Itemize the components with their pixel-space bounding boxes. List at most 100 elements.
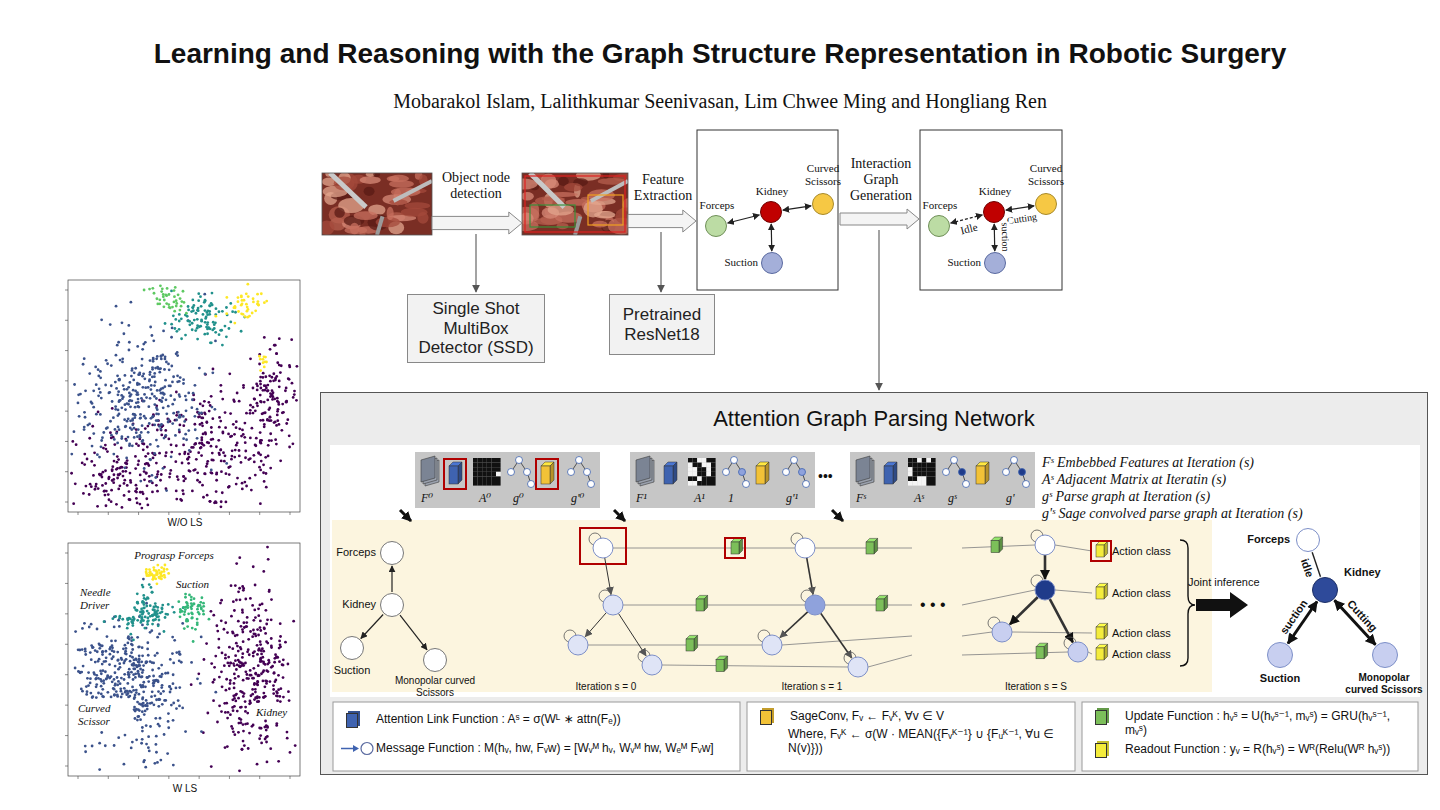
- scatter-point: [121, 357, 124, 360]
- scatter-point: [116, 455, 119, 458]
- scatter-point: [165, 412, 168, 415]
- scatter-point: [263, 480, 266, 483]
- scatter-point: [269, 380, 272, 383]
- scatter-point: [254, 673, 257, 676]
- scatter-point: [270, 644, 273, 647]
- scatter-point: [198, 412, 201, 415]
- scatter-point: [118, 378, 121, 381]
- scatter-point: [258, 737, 261, 740]
- scatter-point: [123, 479, 126, 482]
- scatter-point: [95, 696, 98, 699]
- axis-tick: [168, 776, 169, 779]
- scatter-point: [196, 309, 199, 312]
- scatter-point: [151, 334, 154, 337]
- scatter-point: [121, 321, 124, 324]
- scatter-point: [272, 684, 275, 687]
- scatter-point: [163, 699, 166, 702]
- scatter-point: [204, 321, 207, 324]
- scatter-point: [127, 622, 130, 625]
- scatter-point: [162, 330, 165, 333]
- scatter-point: [101, 644, 104, 647]
- scatter-point: [141, 730, 144, 733]
- scatter-point: [113, 744, 116, 747]
- scatter-point: [204, 309, 207, 312]
- scatter-point: [139, 413, 142, 416]
- scatter-point: [153, 424, 156, 427]
- scatter-point: [210, 610, 213, 613]
- scatter-point: [142, 669, 145, 672]
- scatter-point: [132, 413, 135, 416]
- scatter-point: [118, 625, 121, 628]
- scatter-point: [138, 434, 141, 437]
- scatter-point: [259, 468, 262, 471]
- scatter-point: [154, 381, 157, 384]
- scatter-point: [74, 667, 77, 670]
- scatter-point: [141, 710, 144, 713]
- scatter-point: [175, 707, 178, 710]
- scatter-point: [164, 379, 167, 382]
- scatter-point: [138, 645, 141, 648]
- axis-tick: [138, 776, 139, 779]
- scatter-point: [105, 677, 108, 680]
- scatter-point: [210, 765, 213, 768]
- scatter-point: [142, 607, 145, 610]
- scatter-point: [149, 458, 152, 461]
- axis-tick: [138, 512, 139, 515]
- scatter-point: [175, 330, 178, 333]
- axis-tick: [65, 502, 68, 503]
- scatter-point: [144, 463, 147, 466]
- scatter-point: [99, 391, 102, 394]
- scatter-point: [156, 429, 159, 432]
- scatter-point: [264, 720, 267, 723]
- scatter-point: [263, 726, 266, 729]
- tsne-plot: [65, 280, 300, 515]
- scatter-point: [135, 691, 138, 694]
- scatter-point: [227, 711, 230, 714]
- scatter-point: [117, 658, 120, 661]
- scatter-point: [215, 473, 218, 476]
- scatter-point: [252, 454, 255, 457]
- scatter-point: [160, 473, 163, 476]
- scatter-point: [132, 639, 135, 642]
- axis-tick: [65, 644, 68, 645]
- scatter-point: [232, 399, 235, 402]
- scatter-point: [170, 455, 173, 458]
- scatter-point: [213, 323, 216, 326]
- axis-tick: [78, 512, 79, 515]
- scatter-point: [210, 431, 213, 434]
- scatter-point: [227, 656, 230, 659]
- scatter-point: [141, 348, 144, 351]
- scatter-point: [227, 433, 230, 436]
- scatter-point: [176, 380, 179, 383]
- scatter-point: [118, 379, 121, 382]
- scatter-point: [245, 621, 248, 624]
- scatter-point: [143, 415, 146, 418]
- scatter-point: [181, 622, 184, 625]
- scatter-point: [140, 619, 143, 622]
- scatter-point: [205, 642, 208, 645]
- scatter-point: [157, 624, 160, 627]
- scatter-point: [245, 292, 248, 295]
- scatter-point: [124, 644, 127, 647]
- scatter-point: [107, 477, 110, 480]
- scatter-point: [264, 609, 267, 612]
- scatter-point: [86, 690, 89, 693]
- scatter-point: [257, 649, 260, 652]
- scatter-point: [129, 405, 132, 408]
- scatter-point: [244, 315, 247, 318]
- scatter-point: [155, 406, 158, 409]
- scatter-point: [200, 446, 203, 449]
- scatter-point: [238, 427, 241, 430]
- scatter-point: [203, 333, 206, 336]
- scatter-point: [235, 642, 238, 645]
- scatter-point: [142, 594, 145, 597]
- scatter-point: [175, 419, 178, 422]
- scatter-point: [195, 458, 198, 461]
- scatter-point: [197, 292, 200, 295]
- scatter-point: [242, 589, 245, 592]
- scatter-point: [139, 416, 142, 419]
- scatter-point: [267, 455, 270, 458]
- scatter-point: [159, 717, 162, 720]
- scatter-point: [206, 309, 209, 312]
- scatter-point: [134, 709, 137, 712]
